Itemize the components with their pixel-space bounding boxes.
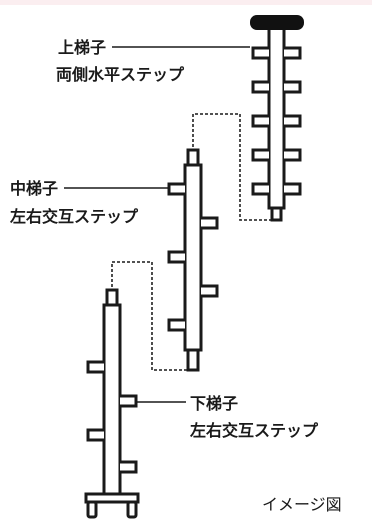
lower-ladder-base-leg-left (86, 500, 98, 519)
middle-ladder-pole (183, 163, 203, 352)
lower-ladder-step-left (86, 360, 104, 374)
lower-ladder-base-leg-right (126, 500, 138, 519)
upper-ladder (250, 15, 304, 222)
lower-ladder (84, 288, 140, 519)
upper-ladder-pole (267, 25, 286, 210)
top-edge-tint (0, 0, 372, 5)
upper-ladder-step-type: 両側水平ステップ (56, 65, 185, 84)
diagram-caption: イメージ図 (262, 495, 342, 514)
upper-ladder-step-right (284, 182, 302, 196)
upper-ladder-step-left (251, 80, 269, 94)
upper-ladder-step-right (284, 46, 302, 60)
middle-ladder-step-left (167, 318, 185, 332)
upper-ladder-step-left (251, 182, 269, 196)
upper-ladder-step-left (251, 148, 269, 162)
upper-ladder-name: 上梯子 (58, 38, 106, 57)
lower-ladder-pole (102, 303, 122, 497)
lower-ladder-step-right (120, 460, 138, 474)
lower-ladder-step-right (120, 394, 138, 408)
middle-ladder-step-type: 左右交互ステップ (9, 207, 139, 226)
upper-ladder-step-right (284, 148, 302, 162)
upper-middle-connector (192, 113, 274, 221)
upper-ladder-step-right (284, 114, 302, 128)
lower-ladder-base (84, 492, 140, 519)
middle-ladder (167, 148, 219, 372)
middle-ladder-step-right (201, 216, 219, 230)
lower-ladder-step-type: 左右交互ステップ (189, 421, 319, 440)
upper-ladder-top-cap (250, 15, 304, 30)
middle-ladder-step-left (167, 182, 185, 196)
middle-lower-connector (111, 261, 190, 371)
middle-ladder-step-left (167, 250, 185, 264)
upper-ladder-step-left (251, 46, 269, 60)
lower-ladder-step-left (86, 428, 104, 442)
upper-ladder-step-right (284, 80, 302, 94)
middle-ladder-step-right (201, 284, 219, 298)
middle-ladder-name: 中梯子 (10, 179, 58, 198)
lower-ladder-name: 下梯子 (190, 394, 238, 413)
upper-ladder-step-left (251, 114, 269, 128)
lower-ladder-base-bar (84, 492, 140, 504)
